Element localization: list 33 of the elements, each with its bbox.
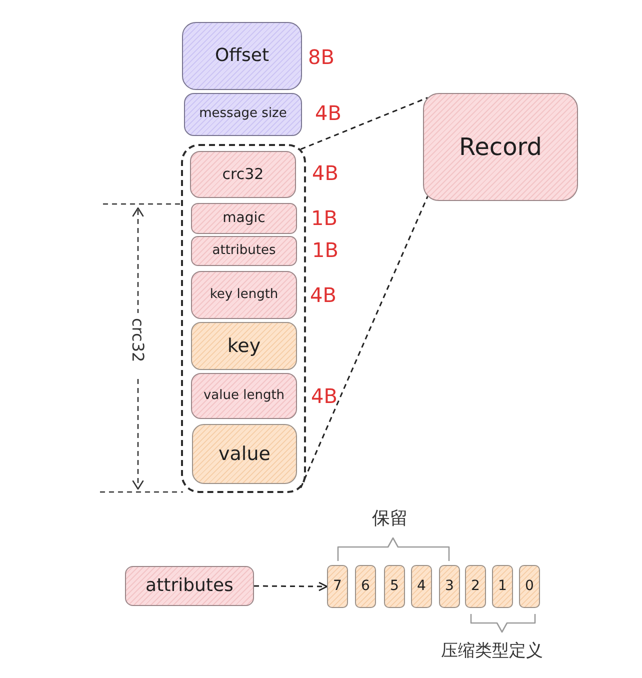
bit-box: 7 — [327, 565, 348, 608]
bit-box: 5 — [384, 565, 405, 608]
dashed-connector — [300, 96, 428, 150]
dashed-group-outline — [181, 144, 306, 493]
record-box: Record — [423, 93, 578, 201]
bracket-label: 压缩类型定义 — [441, 640, 543, 663]
field-box: value — [192, 424, 297, 484]
byte-size-label: 4B — [310, 283, 336, 307]
field-box: key length — [191, 271, 297, 319]
dashed-arrow — [254, 582, 328, 592]
field-box: Offset — [182, 22, 302, 90]
field-box: key — [191, 322, 297, 370]
bit-box: 0 — [519, 565, 540, 608]
bit-box: 6 — [355, 565, 376, 608]
field-box: magic — [191, 203, 297, 234]
bit-box: 1 — [492, 565, 513, 608]
dashed-connector — [300, 196, 428, 488]
byte-size-label: 1B — [311, 206, 338, 230]
byte-size-label: 4B — [311, 384, 338, 408]
bit-box: 3 — [439, 565, 460, 608]
bit-box: 4 — [411, 565, 432, 608]
field-box: value length — [191, 373, 297, 419]
byte-size-label: 4B — [312, 161, 338, 185]
field-box: attributes — [125, 566, 254, 606]
bracket-label: 保留 — [372, 507, 408, 531]
byte-size-label: 8B — [308, 45, 334, 69]
byte-size-label: 4B — [315, 101, 342, 125]
field-box: attributes — [191, 236, 297, 266]
field-box: message size — [184, 93, 302, 136]
bit-box: 2 — [465, 565, 486, 608]
dimension-label: crc32 — [128, 318, 149, 362]
field-box: crc32 — [190, 151, 296, 198]
byte-size-label: 1B — [312, 238, 338, 262]
